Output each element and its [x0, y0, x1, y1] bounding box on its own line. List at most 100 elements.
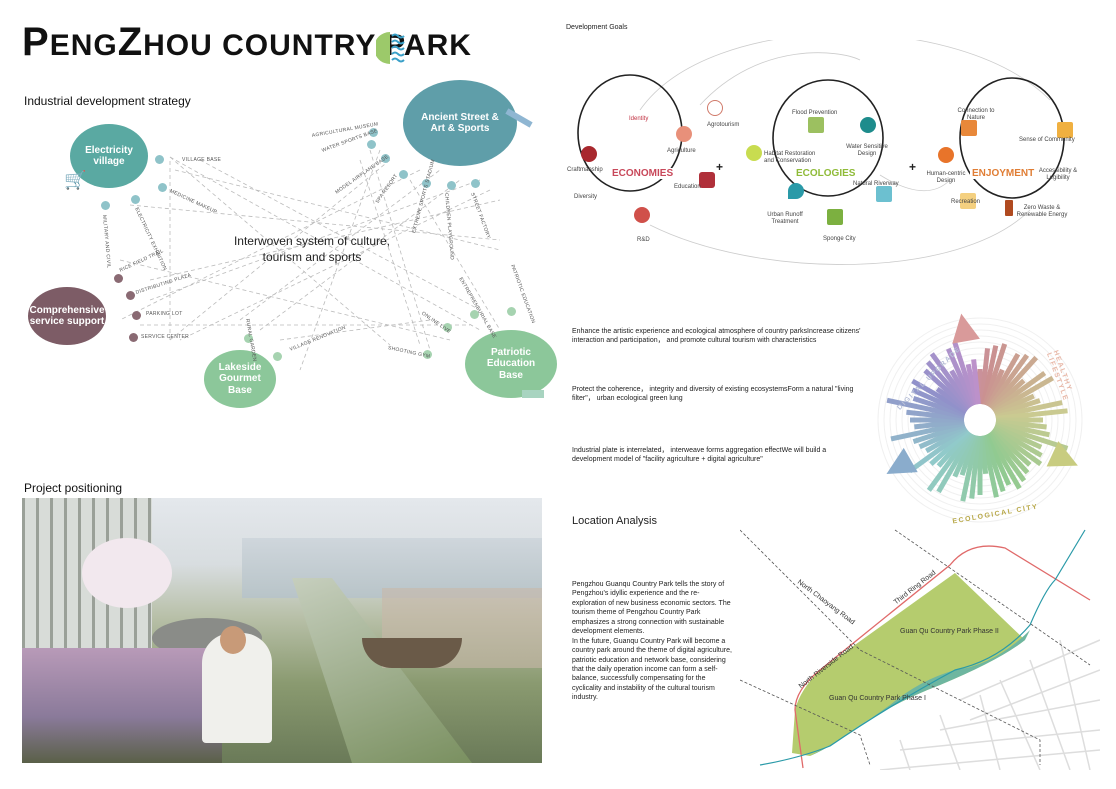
enjoyment-title: ENJOYMENT: [970, 168, 1037, 179]
radial-bar: [994, 422, 1069, 451]
goal-label: R&D: [637, 237, 650, 243]
radial-bar: [985, 352, 1021, 408]
river-line: [759, 529, 1086, 766]
radial-bar: [987, 431, 1027, 483]
hub-label: Lakeside Gourmet Base: [218, 361, 262, 396]
network-center-text: Interwoven system of culture,tourism and…: [232, 234, 392, 265]
goals-diagram-lines: [577, 40, 1065, 265]
logo-icon: [376, 32, 405, 64]
title-letter: Z: [117, 20, 144, 64]
ecologies-title: ECOLOGIES: [794, 168, 858, 179]
radial-bar: [985, 432, 1022, 490]
human-centric-icon: [938, 147, 954, 163]
positioning-heading: Project positioning: [24, 481, 123, 495]
radial-bar: [945, 347, 976, 407]
hub-label: Comprehensive service support: [29, 304, 105, 328]
radial-bar: [890, 420, 965, 442]
raindrops-icon: [788, 183, 804, 199]
radial-bar: [991, 370, 1047, 413]
radial-arrow: [952, 313, 980, 344]
goal-label: Sense of Community: [1019, 137, 1075, 143]
goal-label: Education: [674, 184, 701, 190]
shopping-cart-icon: 🛒: [64, 170, 87, 190]
hub-electricity-village: Electricity village: [70, 124, 148, 188]
radial-bar: [952, 341, 978, 406]
radial-bar: [886, 397, 965, 420]
statement-industry: Industrial plate is interrelated， interw…: [572, 447, 827, 464]
goal-label: Zero Waste & Renewable Energy: [1016, 205, 1068, 219]
title-part: ENG: [49, 29, 118, 62]
agriculture-icon: [676, 126, 692, 142]
map-phase-label: Guan Qu Country Park Phase II: [900, 628, 999, 635]
goal-label: Sponge City: [823, 236, 856, 242]
goal-label: Agriculture: [667, 148, 696, 154]
radial-bar: [991, 427, 1043, 467]
habitat-icon: [746, 145, 762, 161]
hub-lakeside-gourmet: Lakeside Gourmet Base: [204, 350, 276, 408]
agrotourism-icon: [707, 100, 723, 116]
radial-bar: [995, 400, 1063, 420]
network-lines: [119, 149, 501, 371]
location-map: [740, 529, 1100, 770]
radial-bar: [929, 428, 970, 467]
radial-bar: [918, 424, 967, 450]
goal-label: Diversity: [574, 194, 598, 200]
center-line: tourism and sports: [262, 249, 362, 264]
radial-bar: [988, 355, 1039, 410]
goal-label: Recreation: [951, 199, 981, 205]
sponge-city-icon: [827, 209, 843, 225]
center-line: Interwoven system of culture,: [233, 234, 391, 248]
title-letter: P: [22, 20, 50, 64]
radial-bar: [979, 348, 991, 405]
radial-bar-diagram: [877, 313, 1083, 523]
statement-economy: Enhance the artistic experience and ecol…: [572, 328, 861, 345]
radial-bar: [969, 435, 981, 499]
radial-bar: [906, 409, 965, 421]
plus-sign: +: [716, 160, 724, 174]
radial-bar: [995, 408, 1068, 421]
goal-label: Identity: [629, 116, 649, 122]
radial-arrow: [886, 447, 918, 474]
satellite-label: VILLAGE BASE: [182, 157, 222, 163]
title-part: HOU COUNTRY PARK: [143, 29, 472, 62]
satellite-label: SERVICE CENTER: [141, 334, 190, 340]
plus-sign: +: [909, 160, 917, 174]
radial-bar: [987, 353, 1030, 409]
goal-label: Habitat Restoration and Conservation: [764, 151, 816, 165]
hub-label: Ancient Street & Art & Sports: [421, 111, 499, 135]
project-rendering-image: [22, 498, 542, 763]
goal-label: Human-centric Design: [926, 171, 966, 185]
craftmanship-icon: [581, 146, 597, 162]
radial-bar: [988, 430, 1030, 475]
nature-icon: [961, 120, 977, 136]
radial-bar: [926, 431, 973, 492]
economies-title: ECONOMIES: [610, 168, 676, 179]
radial-arrow: [1046, 441, 1078, 467]
goal-label: Connection to Nature: [957, 108, 995, 122]
location-heading: Location Analysis: [572, 515, 657, 527]
radial-bar: [923, 368, 970, 412]
radial-bar: [971, 359, 981, 405]
radial-bar: [980, 435, 999, 498]
map-phase-label: Guan Qu Country Park Phase I: [829, 695, 926, 702]
goal-label: Natural Riverway: [853, 181, 899, 187]
goal-label: Accessibility & Legibility: [1038, 168, 1078, 182]
hub-label: Patriotic Education Base: [486, 346, 536, 381]
radial-bar: [992, 375, 1054, 415]
recreation-icon: [960, 193, 976, 209]
radial-bar: [912, 395, 966, 418]
hub-service-support: Comprehensive service support: [28, 287, 106, 345]
radial-bar: [960, 435, 980, 502]
graduation-cap-icon: [522, 390, 544, 398]
water-drop-icon: [860, 117, 876, 133]
community-icon: [1057, 122, 1073, 138]
radial-bar: [984, 433, 1012, 486]
rd-icon: [634, 207, 650, 223]
radial-bar: [992, 425, 1043, 458]
page-title: PENGZHOU COUNTRY PARK: [22, 20, 472, 65]
radial-bar: [993, 424, 1043, 450]
radial-bar: [982, 343, 1008, 406]
satellite-label: PARKING LOT: [146, 311, 183, 317]
radial-bar: [911, 387, 967, 416]
radial-bar: [908, 427, 969, 474]
